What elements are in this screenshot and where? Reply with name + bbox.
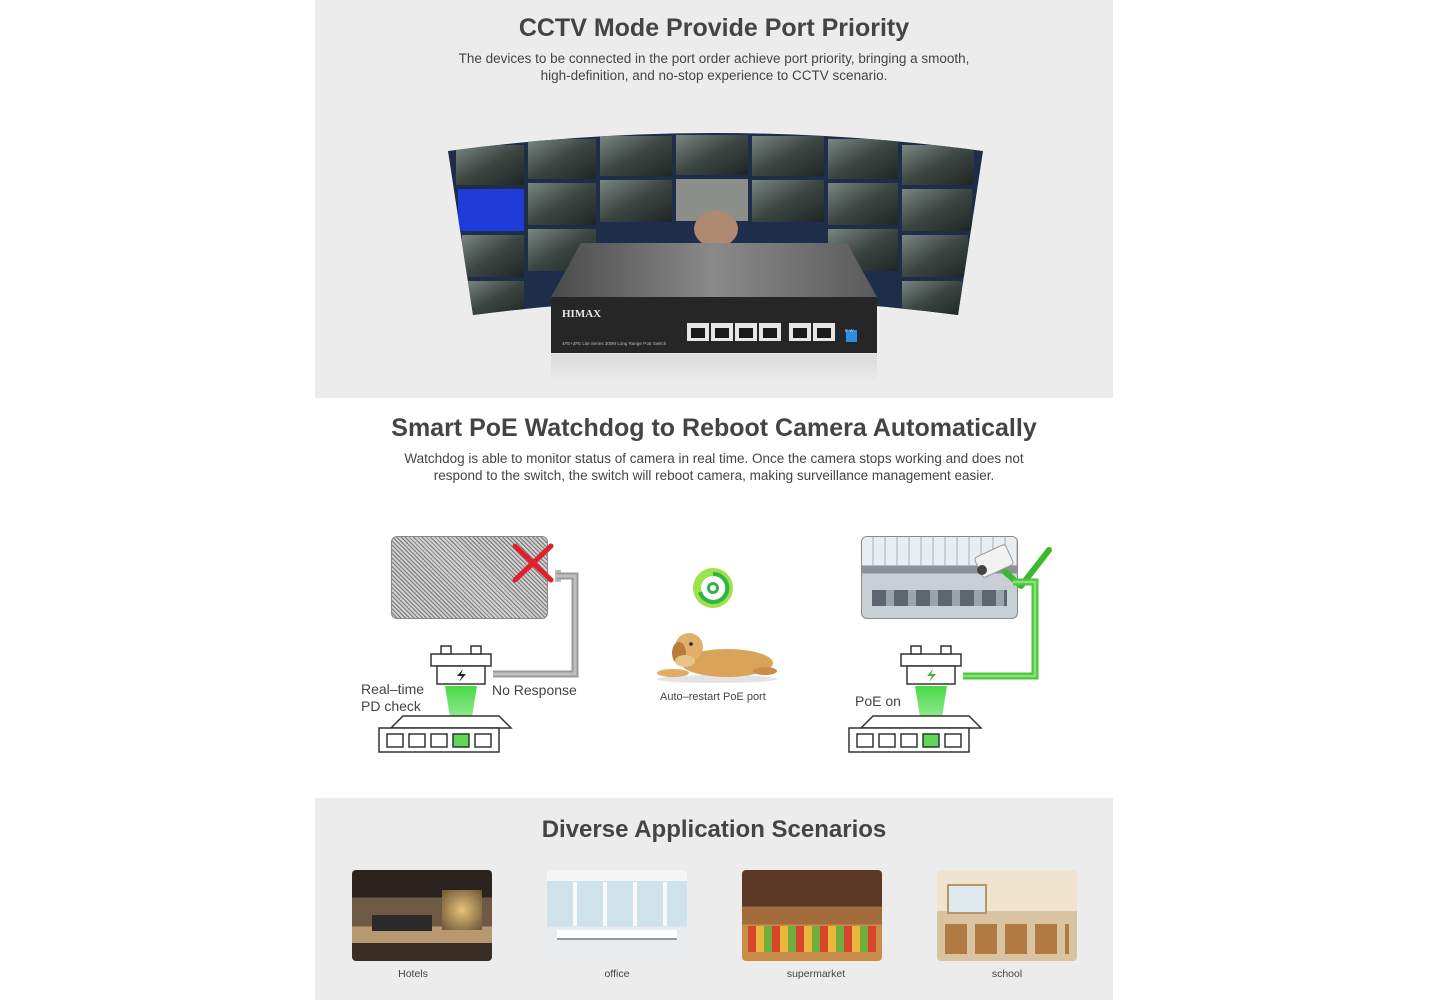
scenarios-section: Diverse Application Scenarios Hotels off… <box>315 798 1113 1000</box>
scenario-school-image <box>937 870 1077 961</box>
left-label-line-2: PD check <box>361 698 421 714</box>
switch-brand-label: HIMAX <box>562 308 602 320</box>
left-label-line-1: Real–time <box>361 681 425 697</box>
poe-on-label: PoE on <box>855 693 901 709</box>
cctv-section: CCTV Mode Provide Port Priority The devi… <box>315 0 1113 398</box>
scenarios-section-title: Diverse Application Scenarios <box>541 816 887 843</box>
cctv-section-subtitle: The devices to be connected in the port … <box>315 51 1113 84</box>
watchdog-section-subtitle: Watchdog is able to monitor status of ca… <box>315 451 1113 484</box>
cctv-subtitle-line-1: The devices to be connected in the port … <box>458 51 970 66</box>
watchdog-section: Smart PoE Watchdog to Reboot Camera Auto… <box>315 398 1113 798</box>
ok-check-icon <box>1002 547 1052 589</box>
scenario-school-caption: school <box>991 968 1023 980</box>
cctv-subtitle-line-2: high-definition, and no-stop experience … <box>540 67 888 83</box>
scenario-supermarket-image <box>742 870 882 961</box>
center-label: Auto–restart PoE port <box>660 691 766 703</box>
switch-reflection <box>551 354 877 384</box>
scenario-supermarket-caption: supermarket <box>786 968 846 980</box>
no-response-label: No Response <box>492 682 577 698</box>
scenario-hotels-image <box>352 870 492 961</box>
switch-dip-label: E W <box>845 328 854 333</box>
poe-switch-image <box>551 243 877 353</box>
watchdog-subtitle-line-1: Watchdog is able to monitor status of ca… <box>404 451 1024 466</box>
scenario-office-image <box>547 870 687 961</box>
switch-model-label: 4FE+2FE Lite Series 300M Long Range PoE … <box>562 341 667 346</box>
restart-cycle-icon <box>693 568 733 608</box>
left-watchdog-diagram <box>378 543 579 753</box>
watchdog-subtitle-line-2: respond to the switch, the switch will r… <box>433 467 995 483</box>
fail-x-icon <box>512 543 554 583</box>
scenario-office-caption: office <box>604 968 630 980</box>
cctv-section-title: CCTV Mode Provide Port Priority <box>518 14 910 42</box>
scenario-hotels-caption: Hotels <box>398 968 428 980</box>
clear-office-camera-feed-image <box>861 536 1018 619</box>
right-watchdog-diagram <box>848 544 1052 753</box>
watchdog-section-title: Smart PoE Watchdog to Reboot Camera Auto… <box>391 414 1037 442</box>
golden-retriever-image <box>657 633 777 683</box>
cctv-camera-icon <box>974 544 1014 578</box>
